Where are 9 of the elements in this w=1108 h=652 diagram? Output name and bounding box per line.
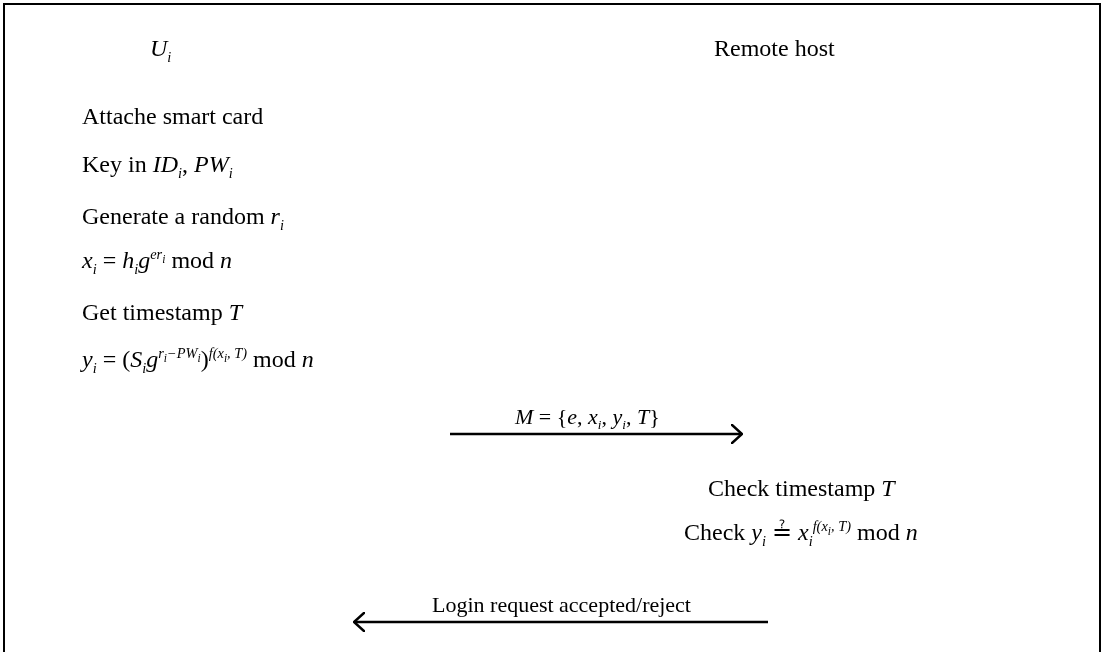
protocol-step: Attache smart card [82, 102, 264, 131]
protocol-step: Generate a random r$_{i}$ [82, 202, 284, 235]
party-heading: U$_{i}$ [150, 34, 172, 67]
protocol-step: Key in ID$_{i}$, PW$_{i}$ [82, 150, 233, 183]
party-heading: Remote host [714, 34, 835, 63]
protocol-step: Get timestamp T [82, 298, 242, 327]
protocol-step: Check timestamp T [708, 474, 895, 503]
protocol-step: Login request accepted/reject [432, 592, 691, 619]
protocol-step: M = {e, x$_{i}$, y$_{i}$, T} [515, 404, 660, 434]
